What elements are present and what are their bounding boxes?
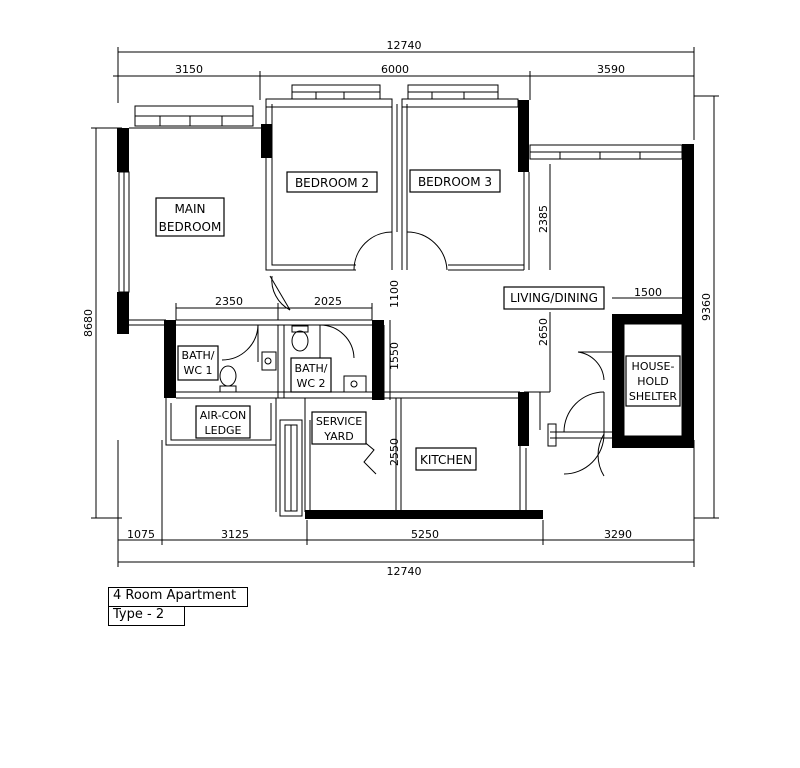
dim-kitchen-2550: 2550 [388, 438, 401, 466]
dim-bottom-2: 3125 [221, 528, 249, 541]
dim-top-1: 3150 [175, 63, 203, 76]
partitions [129, 104, 683, 517]
dim-right-overall: 9360 [700, 293, 713, 321]
room-bath-wc-1: BATH/ WC 1 [177, 345, 219, 381]
toilet-icon [291, 330, 309, 352]
room-label-line: BEDROOM [159, 220, 222, 234]
windows [118, 84, 683, 293]
room-label-line: WC 1 [183, 364, 212, 377]
dim-bottom-3: 5250 [411, 528, 439, 541]
dim-corridor-1100: 1100 [388, 280, 401, 308]
room-bedroom-3: BEDROOM 3 [409, 169, 501, 193]
dim-top-3: 3590 [597, 63, 625, 76]
room-label-line: AIR-CON [200, 409, 247, 422]
room-label: KITCHEN [420, 453, 472, 467]
plan-title: 4 Room Apartment [108, 587, 248, 607]
room-main-bedroom: MAIN BEDROOM [155, 197, 225, 237]
dim-top-2: 6000 [381, 63, 409, 76]
dim-bottom-1: 1075 [127, 528, 155, 541]
room-kitchen: KITCHEN [415, 447, 477, 471]
room-label-line: WC 2 [296, 377, 325, 390]
room-bedroom-2: BEDROOM 2 [286, 171, 378, 193]
room-household-shelter: HOUSE- HOLD SHELTER [625, 355, 681, 407]
left-dimension: 8680 [82, 127, 122, 519]
dim-bottom-overall: 12740 [387, 565, 422, 578]
dim-left-overall: 8680 [82, 309, 95, 337]
room-label-line: HOLD [637, 375, 669, 388]
plan-subtitle: Type - 2 [108, 606, 185, 626]
dim-bottom-4: 3290 [604, 528, 632, 541]
room-bath-wc-2: BATH/ WC 2 [290, 357, 332, 393]
door-swings [221, 230, 612, 477]
dim-bath-1550: 1550 [388, 342, 401, 370]
room-living-dining: LIVING/DINING [503, 286, 605, 310]
room-label-line: SHELTER [629, 390, 677, 403]
dim-top-overall: 12740 [387, 39, 422, 52]
sink-icon [343, 375, 367, 393]
top-dimension-chain: 12740 3150 6000 3590 [113, 39, 695, 140]
room-air-con-ledge: AIR-CON LEDGE [195, 405, 251, 439]
bottom-dimension-chain: 1075 3125 5250 3290 12740 [117, 440, 695, 578]
room-label-line: MAIN [174, 202, 205, 216]
internal-dimensions: 2350 2025 1100 2385 2650 1550 2550 1500 [175, 205, 662, 466]
room-label-line: YARD [323, 430, 354, 443]
toilet-icon [219, 365, 237, 387]
room-label-line: HOUSE- [632, 360, 675, 373]
dim-bath-1-width: 2350 [215, 295, 243, 308]
sink-icon [261, 351, 277, 371]
room-label-line: LEDGE [204, 424, 241, 437]
room-label: BEDROOM 2 [295, 176, 369, 190]
room-service-yard: SERVICE YARD [311, 411, 367, 445]
room-label-line: SERVICE [316, 415, 362, 428]
bath-2-fixtures [291, 325, 367, 393]
dim-shelter-1500: 1500 [634, 286, 662, 299]
room-label-line: BATH/ [182, 349, 215, 362]
dim-bath-2-width: 2025 [314, 295, 342, 308]
dim-living-2650: 2650 [537, 318, 550, 346]
bath-1-fixtures [219, 351, 277, 393]
walls [117, 100, 694, 519]
room-label-line: BATH/ [295, 362, 328, 375]
right-dimension: 9360 [694, 95, 719, 519]
room-label: BEDROOM 3 [418, 175, 492, 189]
room-label: LIVING/DINING [510, 291, 598, 305]
dim-living-2385: 2385 [537, 205, 550, 233]
